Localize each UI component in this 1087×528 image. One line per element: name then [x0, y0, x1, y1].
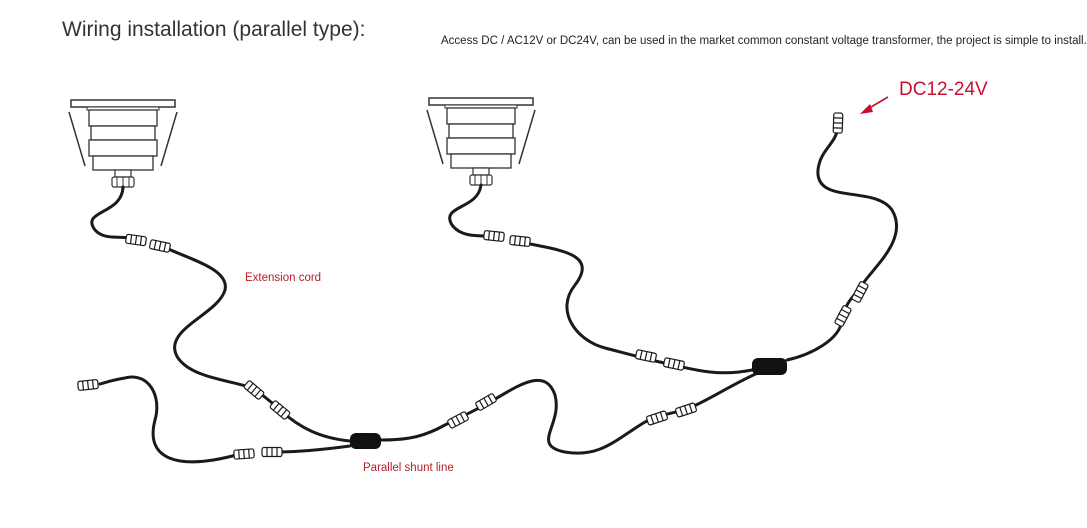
power-input-label: DC12-24V: [899, 79, 988, 100]
connector: [662, 356, 686, 372]
connector: [124, 233, 148, 247]
lamp-1-lead-cable: [90, 185, 130, 240]
connector: [508, 234, 532, 248]
connector: [261, 446, 283, 458]
downlight-lamp-1: [68, 99, 178, 188]
connector: [474, 392, 498, 412]
lamp-2-lead-cable: [448, 183, 490, 238]
connector: [850, 280, 870, 304]
connector: [645, 410, 669, 426]
shunt-to-junction-cable: [379, 370, 762, 455]
connector: [674, 402, 698, 418]
connector: [148, 238, 172, 254]
shunt-left-branch: [98, 375, 242, 464]
lamp-2-extension-cable: [519, 240, 754, 375]
wiring-diagram: [68, 96, 899, 464]
connector: [482, 229, 506, 243]
extension-cord-cable: [160, 244, 352, 443]
installation-note: Access DC / AC12V or DC24V, can be used …: [441, 35, 1087, 47]
shunt-box-1: [350, 433, 381, 449]
connector: [446, 410, 470, 430]
connector: [242, 379, 266, 401]
connector: [76, 378, 100, 392]
parallel-shunt-line-label: Parallel shunt line: [363, 462, 454, 474]
connector: [233, 448, 255, 460]
downlight-lamp-2: [426, 97, 536, 186]
diagram-title: Wiring installation (parallel type):: [62, 18, 366, 41]
shunt-box-2: [752, 358, 787, 375]
arrow-icon: [860, 96, 889, 114]
connector: [634, 348, 658, 364]
power-input-connector: [832, 112, 844, 134]
shunt-left-lead: [275, 444, 352, 454]
extension-cord-label: Extension cord: [245, 272, 322, 284]
connector: [833, 304, 853, 328]
connector: [268, 399, 292, 421]
cable-group: [90, 126, 899, 464]
